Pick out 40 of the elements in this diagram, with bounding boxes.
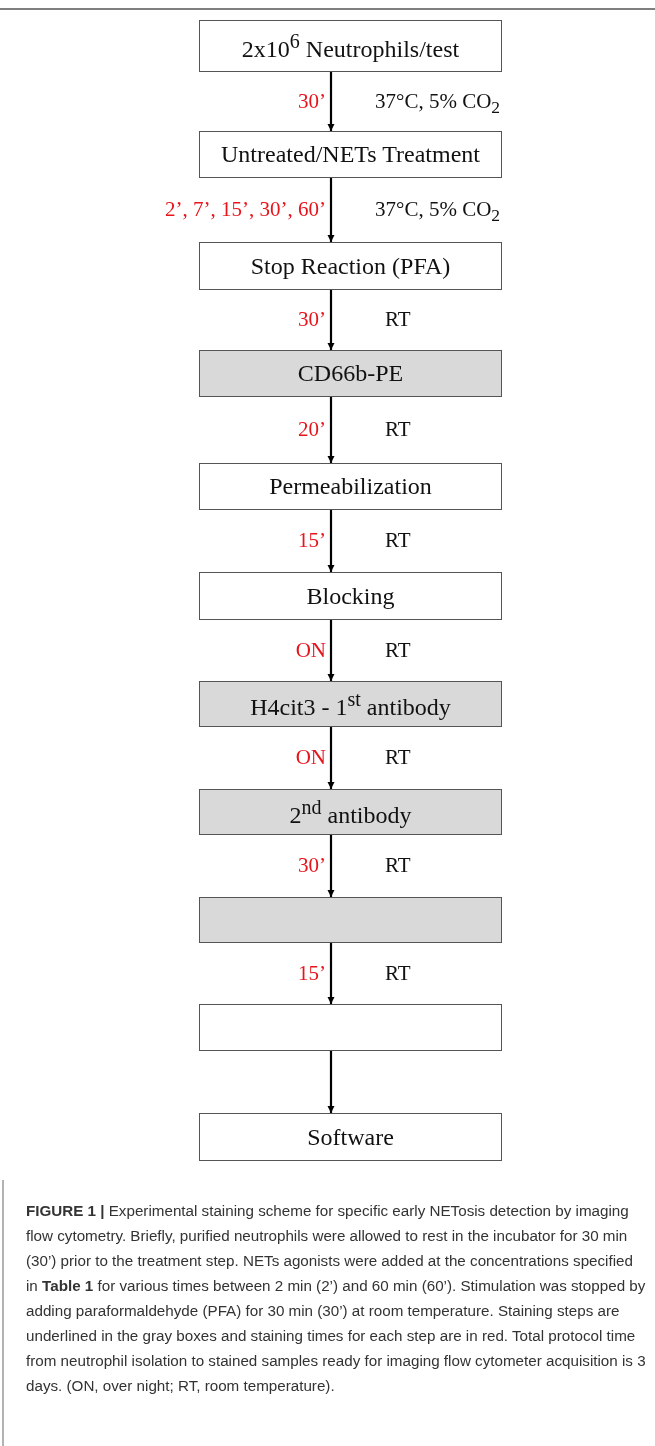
process-box [199, 789, 502, 835]
step-label: Stop Reaction (PFA) [250, 252, 451, 280]
arrow [327, 943, 335, 1004]
process-box [199, 572, 502, 620]
step-label: 2$^{nd}$ antibody [289, 795, 412, 829]
step-label: Untreated/NETs Treatment [221, 141, 480, 168]
process-box [199, 681, 502, 727]
arrow [327, 72, 335, 131]
condition-label: RT [385, 528, 411, 553]
process-box [199, 463, 502, 510]
step-label: 2x10$^{6}$ Neutrophils/test [241, 29, 460, 63]
arrow [327, 620, 335, 681]
condition-label: RT [385, 307, 411, 332]
step-label: Software [307, 1123, 394, 1151]
arrow [327, 178, 335, 242]
condition-label: RT [385, 637, 411, 663]
arrow [327, 397, 335, 463]
empty-box [199, 1004, 502, 1051]
process-box [199, 1113, 502, 1161]
step-label: H4cit3 - 1$^{st}$ antibody [250, 687, 451, 721]
condition-label: RT [385, 853, 411, 878]
arrow [327, 727, 335, 789]
process-box [199, 131, 502, 178]
step-label: Permeabilization [269, 473, 432, 500]
step-label: Blocking [306, 582, 395, 610]
condition-label: 37°C, 5% CO$_{2}$ [375, 197, 501, 227]
arrow [327, 1051, 335, 1113]
arrow [327, 290, 335, 350]
arrow [327, 835, 335, 897]
process-box [199, 350, 502, 397]
process-box [199, 242, 502, 290]
condition-label: RT [385, 745, 411, 770]
process-box [199, 20, 502, 72]
condition-label: RT [385, 960, 411, 986]
empty-box [199, 897, 502, 943]
figure-caption: FIGURE 1 | Experimental staining scheme for specific early NETosis detection by imaging flow cytometry. Briefly, purified neutrophils were allowed to rest in the incubator for 30 min (30’) prior to the treatment step. NETs agonists were added at the concentrations specified in Table 1 for various times between 2 min (2’) and 60 min (60’). Stimulation was stopped by adding paraformaldehyde (PFA) for 30 min (30’) at room temperature. Staining steps are underlined in the gray boxes and staining times for each step are in red. Total protocol time from neutrophil isolation to stained samples ready for imaging flow cytometer acquisition is 3 days. (ON, over night; RT, room temperature). [26, 1201, 647, 1396]
arrow [327, 510, 335, 572]
condition-label: 37°C, 5% CO$_{2}$ [375, 88, 501, 118]
condition-label: RT [385, 417, 411, 442]
step-label: CD66b-PE [297, 360, 404, 387]
